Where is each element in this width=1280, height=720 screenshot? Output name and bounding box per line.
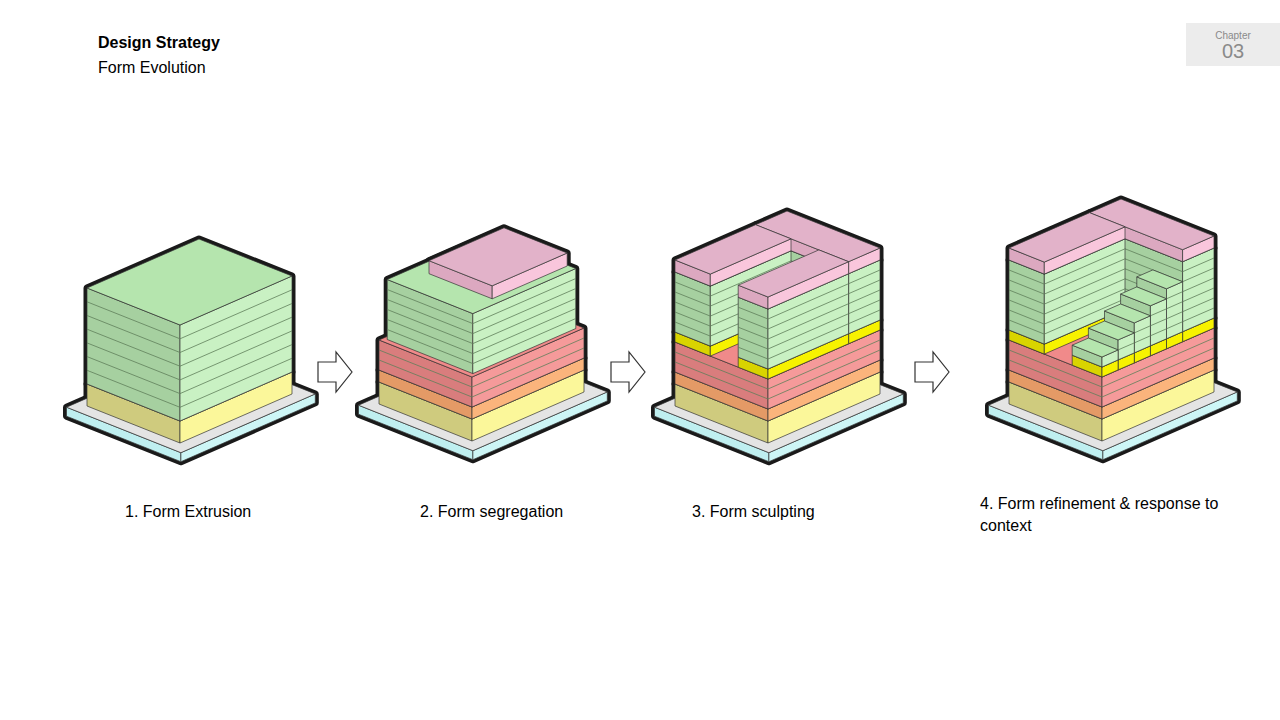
mass-top-face — [675, 225, 791, 274]
mass-top-face — [1072, 338, 1118, 357]
floor-line — [473, 309, 576, 354]
floor-line — [180, 345, 292, 394]
floor-line — [1150, 319, 1166, 326]
floor-line — [87, 343, 180, 380]
process-arrow — [318, 352, 352, 392]
silhouette-outlines — [67, 199, 1238, 462]
floor-line — [180, 317, 292, 366]
slide-title: Design Strategy — [98, 32, 220, 54]
floor-line — [738, 307, 768, 319]
mass-top-face — [1088, 321, 1134, 340]
process-arrow — [915, 352, 949, 392]
mass-top-face — [1137, 270, 1183, 289]
floor-line — [387, 320, 473, 354]
floor-line — [1118, 343, 1134, 350]
chapter-number: 03 — [1186, 41, 1280, 61]
floor-line — [1167, 292, 1183, 299]
floor-line — [768, 314, 849, 349]
floor-line — [738, 317, 768, 329]
chapter-tab: Chapter03 — [1186, 23, 1280, 66]
floor-line — [1134, 326, 1150, 333]
step-caption: 4. Form refinement & response to context — [980, 493, 1252, 538]
mass-right-face — [1150, 299, 1166, 346]
floor-line — [387, 310, 473, 344]
floor-line — [1150, 329, 1166, 336]
floor-line — [738, 337, 768, 349]
floor-line — [87, 370, 180, 407]
slide-subtitle: Form Evolution — [98, 57, 206, 79]
floor-line — [387, 300, 473, 334]
floor-line — [387, 290, 473, 324]
floor-line — [1167, 302, 1183, 309]
floor-line — [87, 302, 180, 339]
step-caption: 2. Form segregation — [420, 501, 563, 523]
floor-line — [768, 304, 849, 339]
floor-line — [180, 331, 292, 380]
mass-top-face — [87, 239, 292, 325]
floor-line — [768, 324, 849, 359]
chapter-label: Chapter — [1186, 30, 1280, 41]
floor-line — [1150, 309, 1166, 316]
mass-top-face — [1009, 213, 1125, 262]
step-caption: 3. Form sculpting — [692, 501, 815, 523]
mass-left-face — [738, 297, 768, 369]
floor-line — [180, 358, 292, 407]
floor-line — [738, 347, 768, 359]
mass-top-face — [1105, 304, 1151, 323]
floor-line — [1167, 322, 1183, 329]
floor-line — [180, 304, 292, 353]
mass-top-face — [1121, 287, 1167, 306]
floor-line — [1167, 312, 1183, 319]
mass-right-face — [1183, 248, 1214, 332]
floor-line — [1044, 269, 1125, 304]
mass-right-face — [1167, 282, 1183, 339]
mass-left-face — [1009, 260, 1044, 344]
process-arrow — [611, 352, 645, 392]
floor-line — [473, 319, 576, 364]
floor-line — [87, 316, 180, 353]
floor-line — [387, 330, 473, 364]
floor-line — [180, 290, 292, 339]
floor-line — [738, 327, 768, 339]
massing-faces — [67, 199, 1238, 462]
mass-top-face — [738, 250, 848, 297]
mass-top-face — [429, 228, 567, 286]
floor-line — [473, 299, 576, 344]
floor-line — [87, 329, 180, 366]
floor-line — [1134, 336, 1150, 343]
floor-line — [849, 270, 880, 284]
floor-line — [1183, 258, 1214, 272]
floor-line — [87, 357, 180, 394]
step-caption: 1. Form Extrusion — [125, 501, 251, 523]
